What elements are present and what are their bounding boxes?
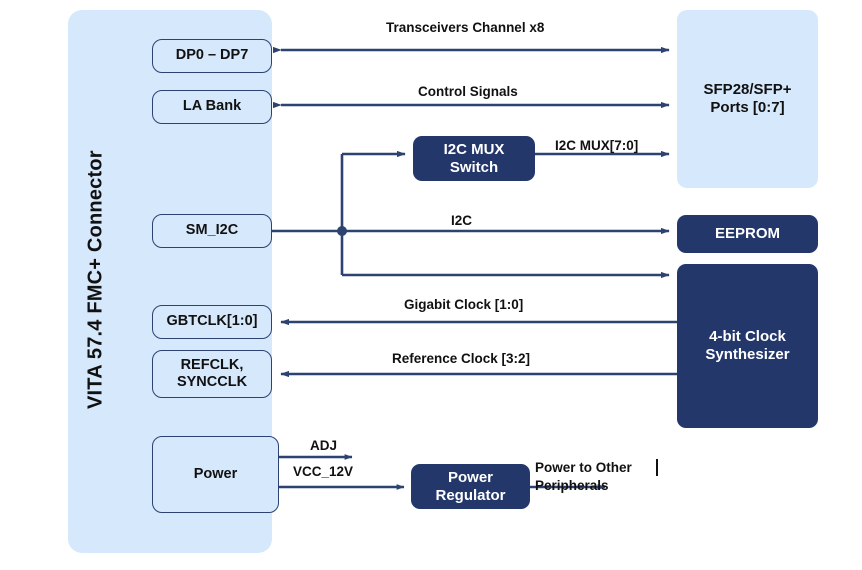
port-box-refclk-syncclk[interactable]: REFCLK, SYNCCLK	[152, 350, 272, 398]
i2c-junction-dot	[337, 226, 347, 236]
wire-label-control-signals: Control Signals	[418, 84, 518, 99]
port-box-power[interactable]: Power	[152, 436, 279, 513]
fmc-connector-label: VITA 57.4 FMC+ Connector	[84, 150, 107, 410]
port-box-gbtclk[interactable]: GBTCLK[1:0]	[152, 305, 272, 339]
block-4bit-clock-synthesizer[interactable]: 4-bit Clock Synthesizer	[677, 264, 818, 428]
block-sfp28-sfp-ports[interactable]: SFP28/SFP+ Ports [0:7]	[677, 10, 818, 188]
wire-label-i2c-mux-bus: I2C MUX[7:0]	[555, 138, 639, 153]
text-caret	[656, 459, 658, 476]
wire-label-gigabit-clock: Gigabit Clock [1:0]	[404, 297, 524, 312]
wire-label-adj: ADJ	[310, 438, 338, 453]
wire-label-vcc-12v: VCC_12V	[293, 464, 354, 479]
wire-label-transceivers-channel: Transceivers Channel x8	[386, 20, 545, 35]
block-power-regulator[interactable]: Power Regulator	[411, 464, 530, 509]
port-box-la-bank[interactable]: LA Bank	[152, 90, 272, 124]
block-i2c-mux-switch[interactable]: I2C MUX Switch	[413, 136, 535, 181]
wire-label-reference-clock: Reference Clock [3:2]	[392, 351, 531, 366]
block-eeprom[interactable]: EEPROM	[677, 215, 818, 253]
port-box-dp0-dp7[interactable]: DP0 – DP7	[152, 39, 272, 73]
wire-label-power-to-peripherals: Power to Other Peripherals	[535, 460, 632, 493]
wire-label-i2c: I2C	[451, 213, 473, 228]
port-box-sm-i2c[interactable]: SM_I2C	[152, 214, 272, 248]
